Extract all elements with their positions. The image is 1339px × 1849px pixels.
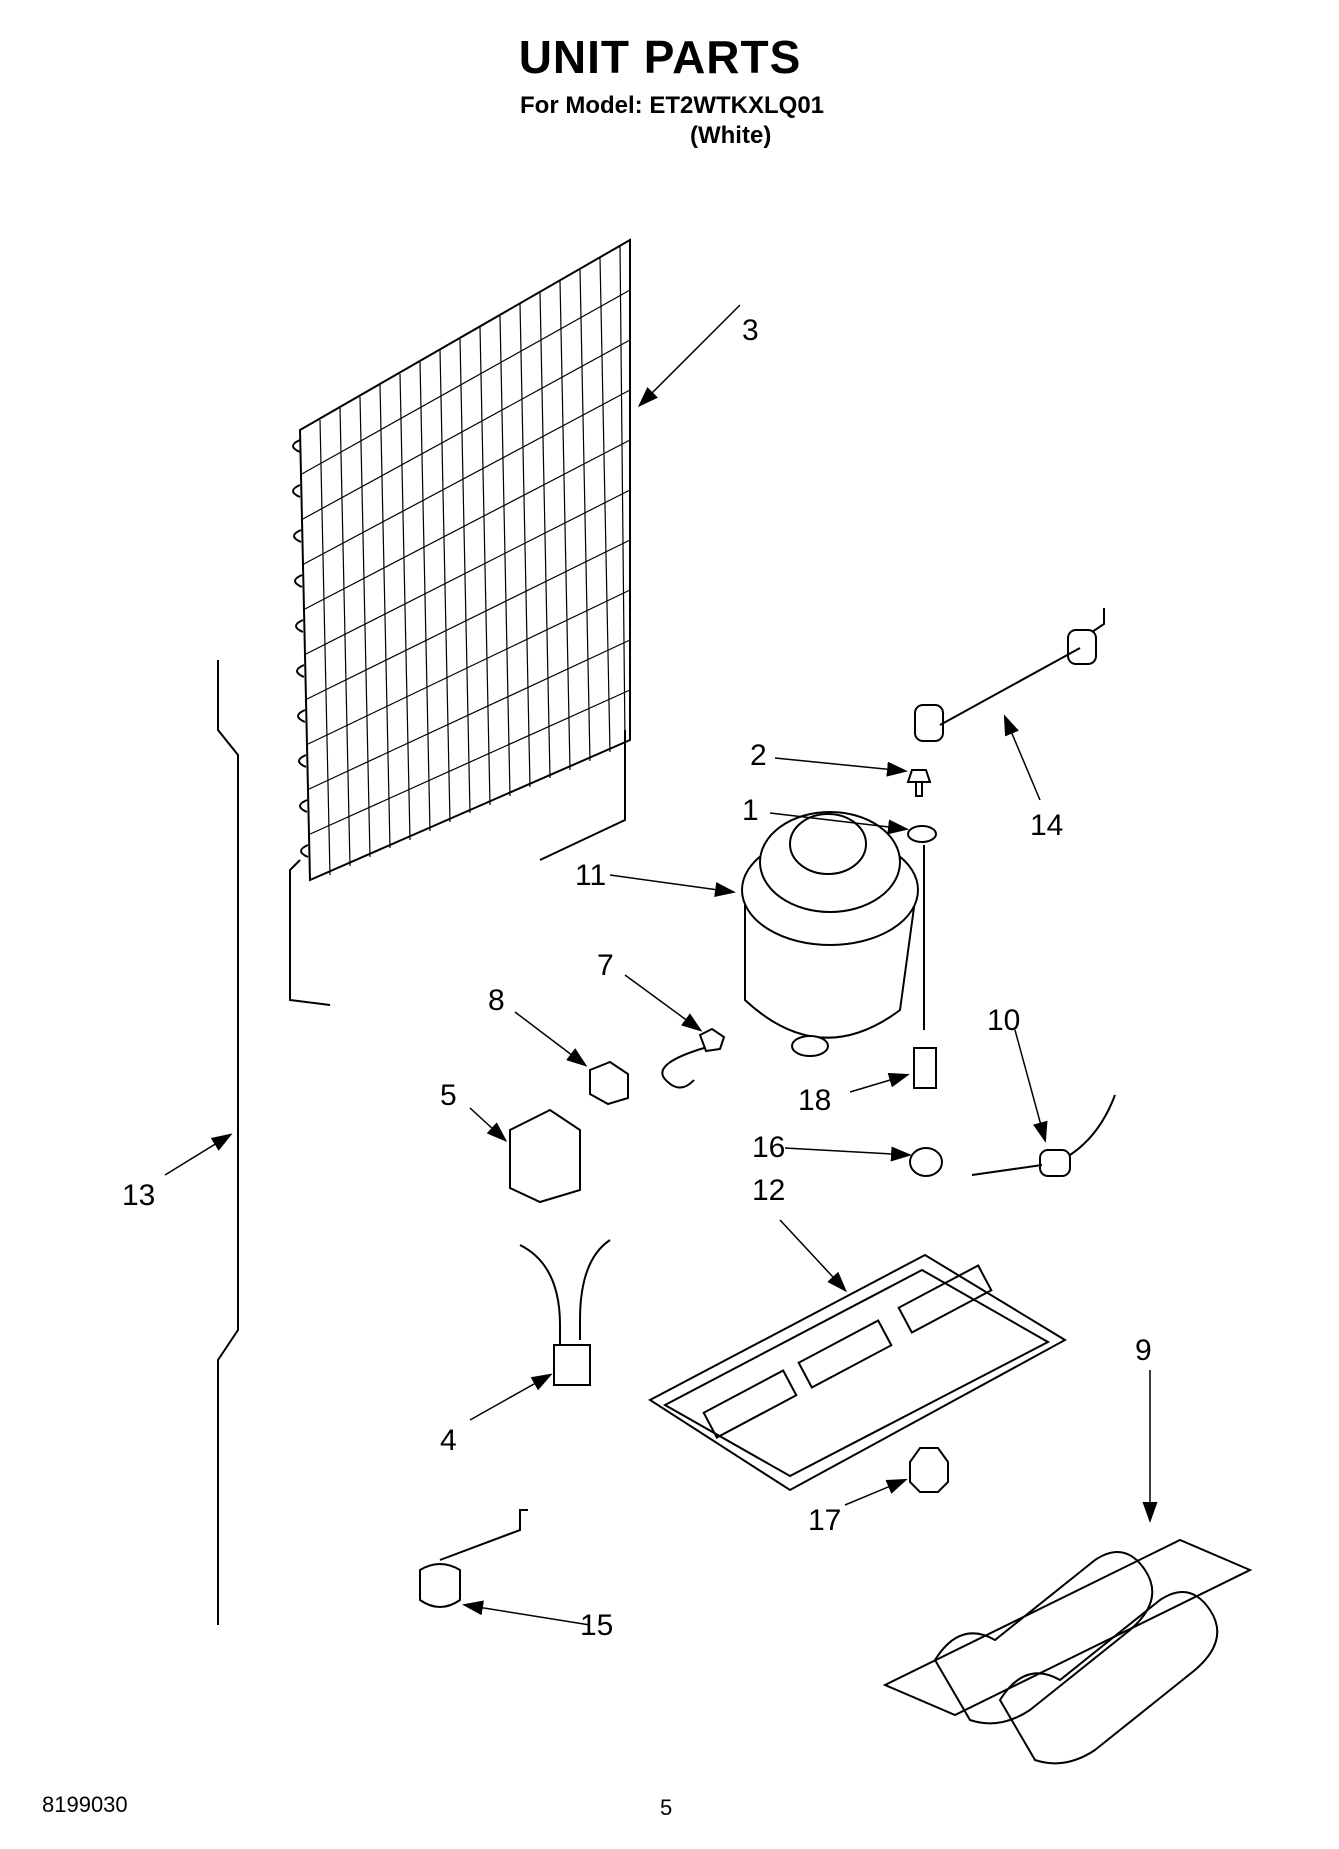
- washer-part: [907, 825, 937, 843]
- relay-cover-part: [509, 1108, 581, 1204]
- base-plate-part: [648, 1253, 1068, 1492]
- tube-part: [217, 660, 239, 1625]
- page-title: UNIT PARTS: [518, 31, 802, 83]
- callout-18: 18: [798, 1084, 831, 1117]
- switch-part: [419, 1509, 528, 1608]
- nut-part: [909, 1447, 949, 1493]
- relay-part: [519, 1239, 611, 1386]
- clip-part: [589, 1060, 629, 1106]
- condenser-part: [289, 238, 631, 1006]
- harness-part: [914, 608, 1105, 742]
- callout-16: 16: [752, 1131, 785, 1164]
- compressor-part: [741, 811, 919, 1057]
- sleeve-part: [913, 1047, 937, 1089]
- grommet-part: [909, 1147, 943, 1177]
- callout-9: 9: [1135, 1334, 1152, 1367]
- overload-part: [661, 1027, 726, 1089]
- model-number: For Model: ET2WTKXLQ01: [520, 92, 825, 119]
- document-number: 8199030: [42, 1792, 128, 1817]
- callout-4: 4: [440, 1424, 457, 1457]
- callout-11: 11: [575, 859, 606, 892]
- callout-1: 1: [742, 794, 759, 827]
- callout-12: 12: [752, 1174, 785, 1207]
- callout-13: 13: [122, 1179, 155, 1212]
- bolt-part: [906, 769, 932, 797]
- callout-15: 15: [580, 1609, 613, 1642]
- callout-3: 3: [742, 314, 759, 347]
- model-color: (White): [690, 122, 772, 149]
- callout-7: 7: [597, 949, 614, 982]
- callout-14: 14: [1030, 809, 1063, 842]
- callout-arrows: [164, 304, 1158, 1626]
- callout-17: 17: [808, 1504, 841, 1537]
- callout-5: 5: [440, 1079, 457, 1112]
- page-number: 5: [660, 1795, 673, 1820]
- callout-2: 2: [750, 739, 767, 772]
- evaporator-coil-part: [882, 1538, 1253, 1765]
- drier-part: [971, 1094, 1116, 1177]
- callout-10: 10: [987, 1004, 1020, 1037]
- callout-8: 8: [488, 984, 505, 1017]
